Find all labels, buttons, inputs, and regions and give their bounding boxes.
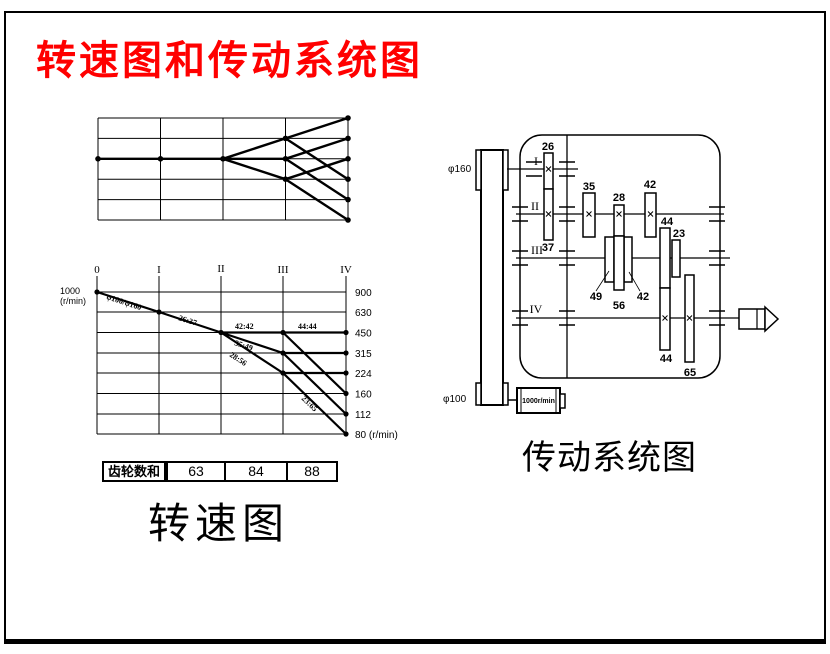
speed-160: 160 <box>355 390 372 401</box>
page-title: 转速图和传动系统图 <box>36 38 423 83</box>
speed-diagram-caption: 转速图 <box>148 502 290 548</box>
column-header-0: 0 <box>94 264 100 276</box>
shaft-ii-label: II <box>531 199 539 213</box>
bearing-symbols <box>512 161 725 326</box>
shaft-column-headers: 0 I II III IV <box>94 263 352 276</box>
shaft-iii-label: III <box>531 243 543 257</box>
column-header-ii: II <box>217 263 225 275</box>
transmission-diagram-caption: 传动系统图 <box>522 440 697 477</box>
gear-number-labels: 26 37 35 28 42 49 56 42 44 23 44 65 <box>542 141 696 379</box>
output-arrow-icon <box>764 305 780 333</box>
gear-fix-marks <box>545 166 693 321</box>
gear-23-label: 23 <box>673 228 685 240</box>
speed-630: 630 <box>355 308 372 319</box>
shaft-labels: I II III IV <box>530 154 543 316</box>
column-header-iv: IV <box>340 264 352 276</box>
pulley-100-label: φ100 <box>443 394 467 405</box>
ratio-35-49: 35:49 <box>233 338 254 352</box>
gear-44-shaft4 <box>659 287 671 351</box>
gear-35 <box>582 192 596 238</box>
pulley-160-flange-left <box>475 149 482 191</box>
pulley-160-label: φ160 <box>448 164 472 175</box>
speed-112: 112 <box>355 410 371 421</box>
output-spindle <box>738 305 780 333</box>
motor <box>508 387 566 414</box>
gear-sum-63: 63 <box>188 463 204 479</box>
gear-44-shaft3 <box>659 227 671 289</box>
gear-26 <box>543 152 554 190</box>
gear-56 <box>613 235 625 291</box>
column-header-iii: III <box>278 264 289 276</box>
pulley-160-flange-right <box>502 149 509 191</box>
gear-42-shaft2-label: 42 <box>644 179 656 191</box>
gear-23 <box>671 239 681 278</box>
structure-nodes <box>95 115 351 223</box>
gear-28 <box>613 204 625 237</box>
pulley-100-flange-right <box>502 382 509 406</box>
speed-nodes <box>94 289 349 437</box>
shaft-i-label: I <box>534 154 538 168</box>
motor-speed-label: 1000 <box>60 286 80 296</box>
gear-28-label: 28 <box>613 192 625 204</box>
gear-44-shaft4-label: 44 <box>660 353 673 365</box>
structure-network-diagram <box>95 115 351 223</box>
belt-drive <box>475 149 509 406</box>
structure-grid <box>97 117 349 221</box>
ratio-23-65: 23:65 <box>300 394 320 413</box>
gear-49-label: 49 <box>590 291 602 303</box>
ratio-26-37: 26:37 <box>177 313 198 327</box>
gear-sum-84: 84 <box>224 463 286 480</box>
gear-42-shaft2 <box>644 192 657 238</box>
pulley-100-flange-left <box>475 382 482 406</box>
column-header-i: I <box>157 264 161 276</box>
gear-26-label: 26 <box>542 141 554 153</box>
left-axis: 1000 (r/min) <box>60 286 86 306</box>
gearbox-housing <box>519 134 721 379</box>
gear-sum-table-header: 齿轮数和 <box>102 461 166 482</box>
ratio-44-44: 44:44 <box>298 322 317 331</box>
speed-315: 315 <box>355 349 372 360</box>
speed-grid <box>96 276 347 435</box>
gear-37-label: 37 <box>542 242 554 254</box>
speed-224: 224 <box>355 369 372 380</box>
speed-80: 80 (r/min) <box>355 430 398 441</box>
speed-diagram-chart: 0 I II III IV 1000 (r/min) 900 630 450 3… <box>60 263 398 441</box>
leader-lines <box>595 270 641 292</box>
speed-900: 900 <box>355 288 372 299</box>
gear-35-label: 35 <box>583 181 595 193</box>
transmission-system-diagram: φ160 φ100 I II III IV <box>443 134 780 414</box>
right-axis-speed-labels: 900 630 450 315 224 160 112 80 (r/min) <box>355 288 398 441</box>
gear-sum-table: 63 84 88 <box>166 461 338 482</box>
motor-speed-text: 1000r/min <box>522 398 555 405</box>
page-border-frame <box>4 11 826 644</box>
gear-sum-88: 88 <box>286 463 336 480</box>
shaft-iv-label: IV <box>530 302 543 316</box>
gear-56-label: 56 <box>613 300 625 312</box>
ratio-42-42: 42:42 <box>235 322 254 331</box>
speed-450: 450 <box>355 329 372 340</box>
gear-44-shaft3-label: 44 <box>661 216 674 228</box>
ratio-belt: φ100/φ160 <box>105 292 142 312</box>
gear-42-shaft3-label: 42 <box>637 291 649 303</box>
gear-65-label: 65 <box>684 367 696 379</box>
motor-speed-unit: (r/min) <box>60 296 86 306</box>
